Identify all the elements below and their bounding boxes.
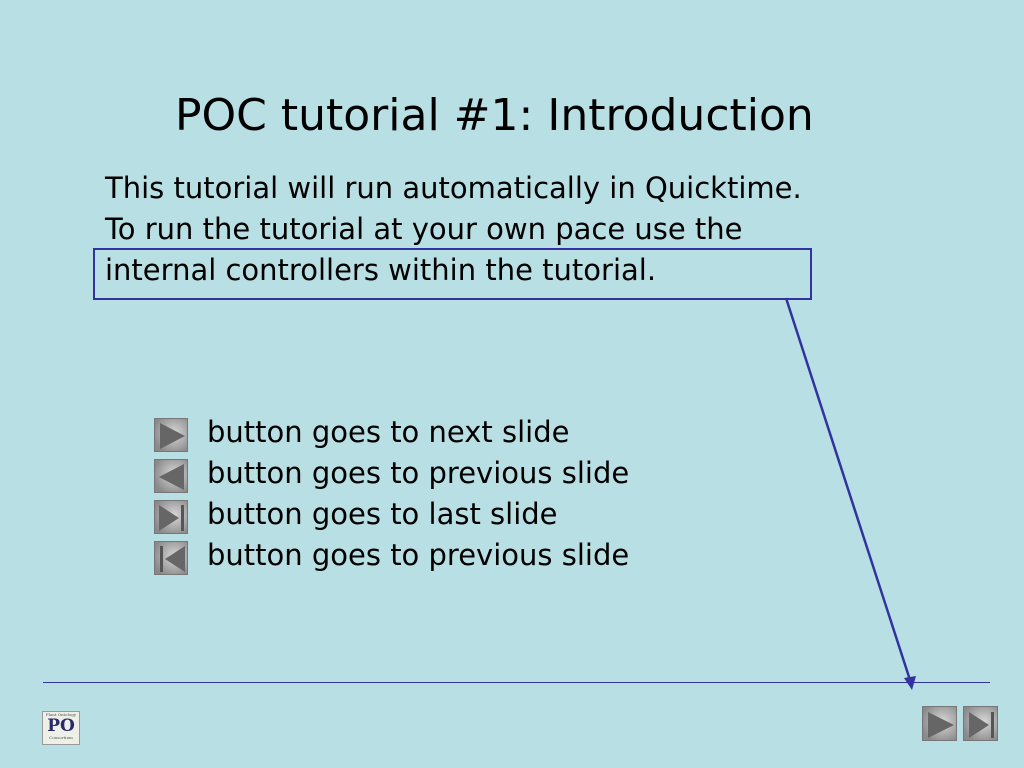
legend-item: button goes to last slide bbox=[154, 497, 558, 535]
legend-item: button goes to previous slide bbox=[154, 538, 629, 576]
skip-last-icon bbox=[154, 500, 188, 534]
play-next-icon bbox=[154, 418, 188, 452]
slide-title: POC tutorial #1: Introduction bbox=[175, 90, 814, 141]
logo-bottom-text: Consortium bbox=[49, 735, 73, 740]
intro-line: This tutorial will run automatically in … bbox=[105, 171, 802, 205]
divider bbox=[43, 682, 990, 683]
legend-item: button goes to previous slide bbox=[154, 456, 629, 494]
legend-item: button goes to next slide bbox=[154, 415, 569, 453]
highlight-box bbox=[93, 248, 812, 300]
next-slide-button[interactable] bbox=[922, 706, 957, 741]
logo-mark: PO bbox=[47, 716, 75, 736]
play-previous-icon bbox=[154, 459, 188, 493]
logo-top-text: Plant Ontology bbox=[45, 712, 77, 717]
last-slide-button[interactable] bbox=[963, 706, 998, 741]
legend-label: button goes to last slide bbox=[207, 497, 558, 531]
intro-text: This tutorial will run automatically in … bbox=[105, 168, 802, 291]
legend-label: button goes to previous slide bbox=[207, 538, 630, 572]
intro-line: internal controllers within the tutorial… bbox=[105, 253, 657, 287]
intro-line: To run the tutorial at your own pace use… bbox=[105, 212, 743, 246]
skip-first-icon bbox=[154, 541, 188, 575]
po-consortium-logo: Plant Ontology PO Consortium bbox=[42, 711, 80, 745]
legend-label: button goes to previous slide bbox=[207, 456, 630, 490]
legend-label: button goes to next slide bbox=[207, 415, 570, 449]
